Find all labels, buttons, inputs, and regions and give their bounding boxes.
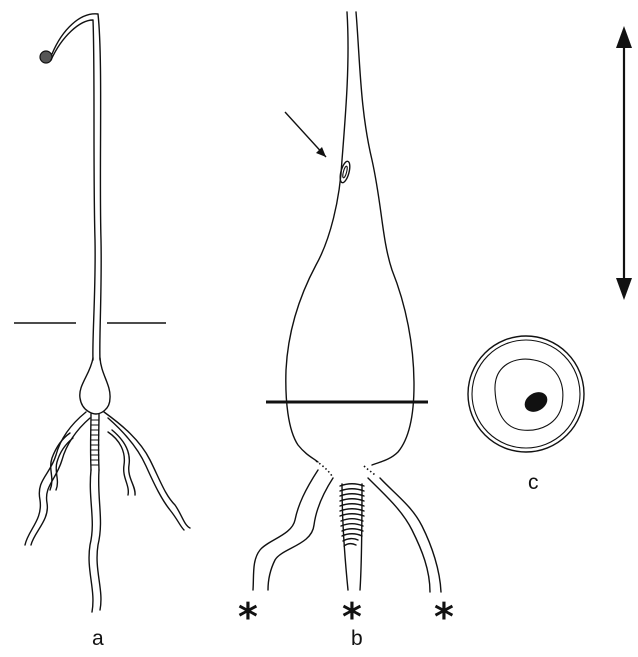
scale-arrowhead-top: [616, 26, 632, 48]
asterisk-right: *: [434, 598, 454, 636]
apical-dendrite-right: [356, 12, 414, 465]
cross-section-outer: [468, 336, 584, 452]
cross-section-inner: [495, 359, 563, 430]
panel-a-drawing: [14, 14, 190, 612]
inclusion-oval: [338, 160, 351, 183]
axon-initial-segment-a: [91, 414, 99, 470]
panel-b-drawing: [253, 12, 441, 592]
label-c: c: [528, 472, 539, 493]
cross-section-outer-inner: [472, 340, 580, 448]
striations-a: [91, 420, 99, 465]
scale-arrowhead-bottom: [616, 278, 632, 300]
apical-dendrite-left: [286, 12, 348, 462]
panel-c-drawing: [468, 336, 584, 452]
junction-right: [364, 466, 376, 476]
long-process-inner: [51, 20, 95, 360]
asterisk-middle: *: [342, 598, 362, 636]
branch-right-a: [104, 412, 190, 530]
process-left-b: [253, 470, 333, 590]
asterisk-left: *: [238, 598, 258, 636]
process-right-b: [368, 478, 441, 592]
junction-left: [316, 461, 332, 476]
soma-a: [80, 358, 110, 414]
branch-midright-a: [108, 430, 135, 495]
dendrite-knob: [40, 51, 52, 63]
cross-section-core: [521, 388, 551, 416]
axon-a: [89, 470, 101, 612]
scale-double-arrow: [616, 26, 632, 300]
label-a: a: [92, 628, 104, 649]
